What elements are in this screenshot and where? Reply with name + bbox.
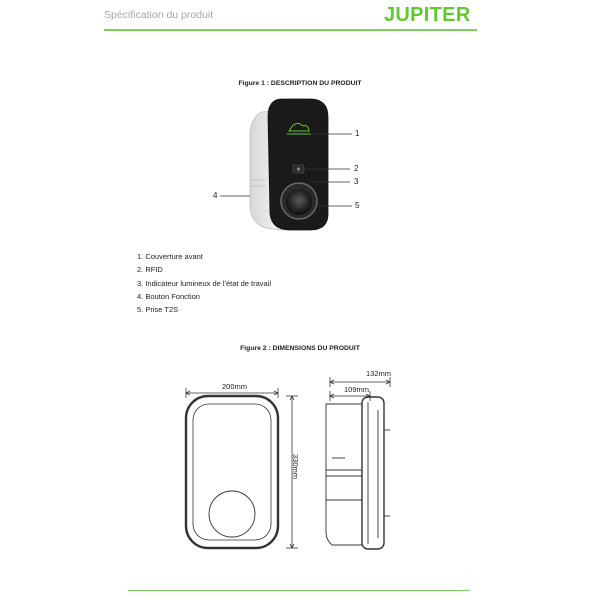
width-dimension-label: 200mm bbox=[222, 382, 248, 391]
figure-1-title: Figure 1 : DESCRIPTION DU PRODUIT bbox=[238, 80, 362, 87]
legend-item: 3. Indicateur lumineux de l'état de trav… bbox=[137, 278, 272, 288]
brand-logo: JUPITER bbox=[384, 4, 471, 26]
footer-divider bbox=[128, 590, 470, 591]
page-header-title: Spécification du produit bbox=[104, 9, 214, 21]
height-dimension-label: 330mm bbox=[291, 453, 301, 480]
legend-item: 5. Prise T2S bbox=[137, 305, 179, 315]
total-depth-label: 132mm bbox=[366, 369, 392, 378]
side-view bbox=[325, 396, 390, 550]
figure-2-title: Figure 2 : DIMENSIONS DU PRODUIT bbox=[240, 345, 360, 352]
component-legend: 1. Couverture avant 2. RFID 3. Indicateu… bbox=[137, 250, 271, 316]
brand-emblem bbox=[287, 122, 311, 135]
callout-5: 5 bbox=[355, 201, 360, 210]
callout-2: 2 bbox=[354, 164, 359, 173]
header-divider bbox=[104, 29, 477, 31]
body-depth-label: 109mm bbox=[344, 385, 370, 394]
callout-3: 3 bbox=[354, 177, 359, 186]
callout-1: 1 bbox=[355, 129, 360, 138]
t2s-socket bbox=[286, 189, 312, 215]
front-view bbox=[184, 394, 280, 550]
legend-item: 4. Bouton Fonction bbox=[137, 291, 200, 301]
callout-4: 4 bbox=[213, 191, 218, 200]
legend-item: 1. Couverture avant bbox=[137, 252, 203, 261]
legend-item: 2. RFID bbox=[137, 265, 163, 275]
